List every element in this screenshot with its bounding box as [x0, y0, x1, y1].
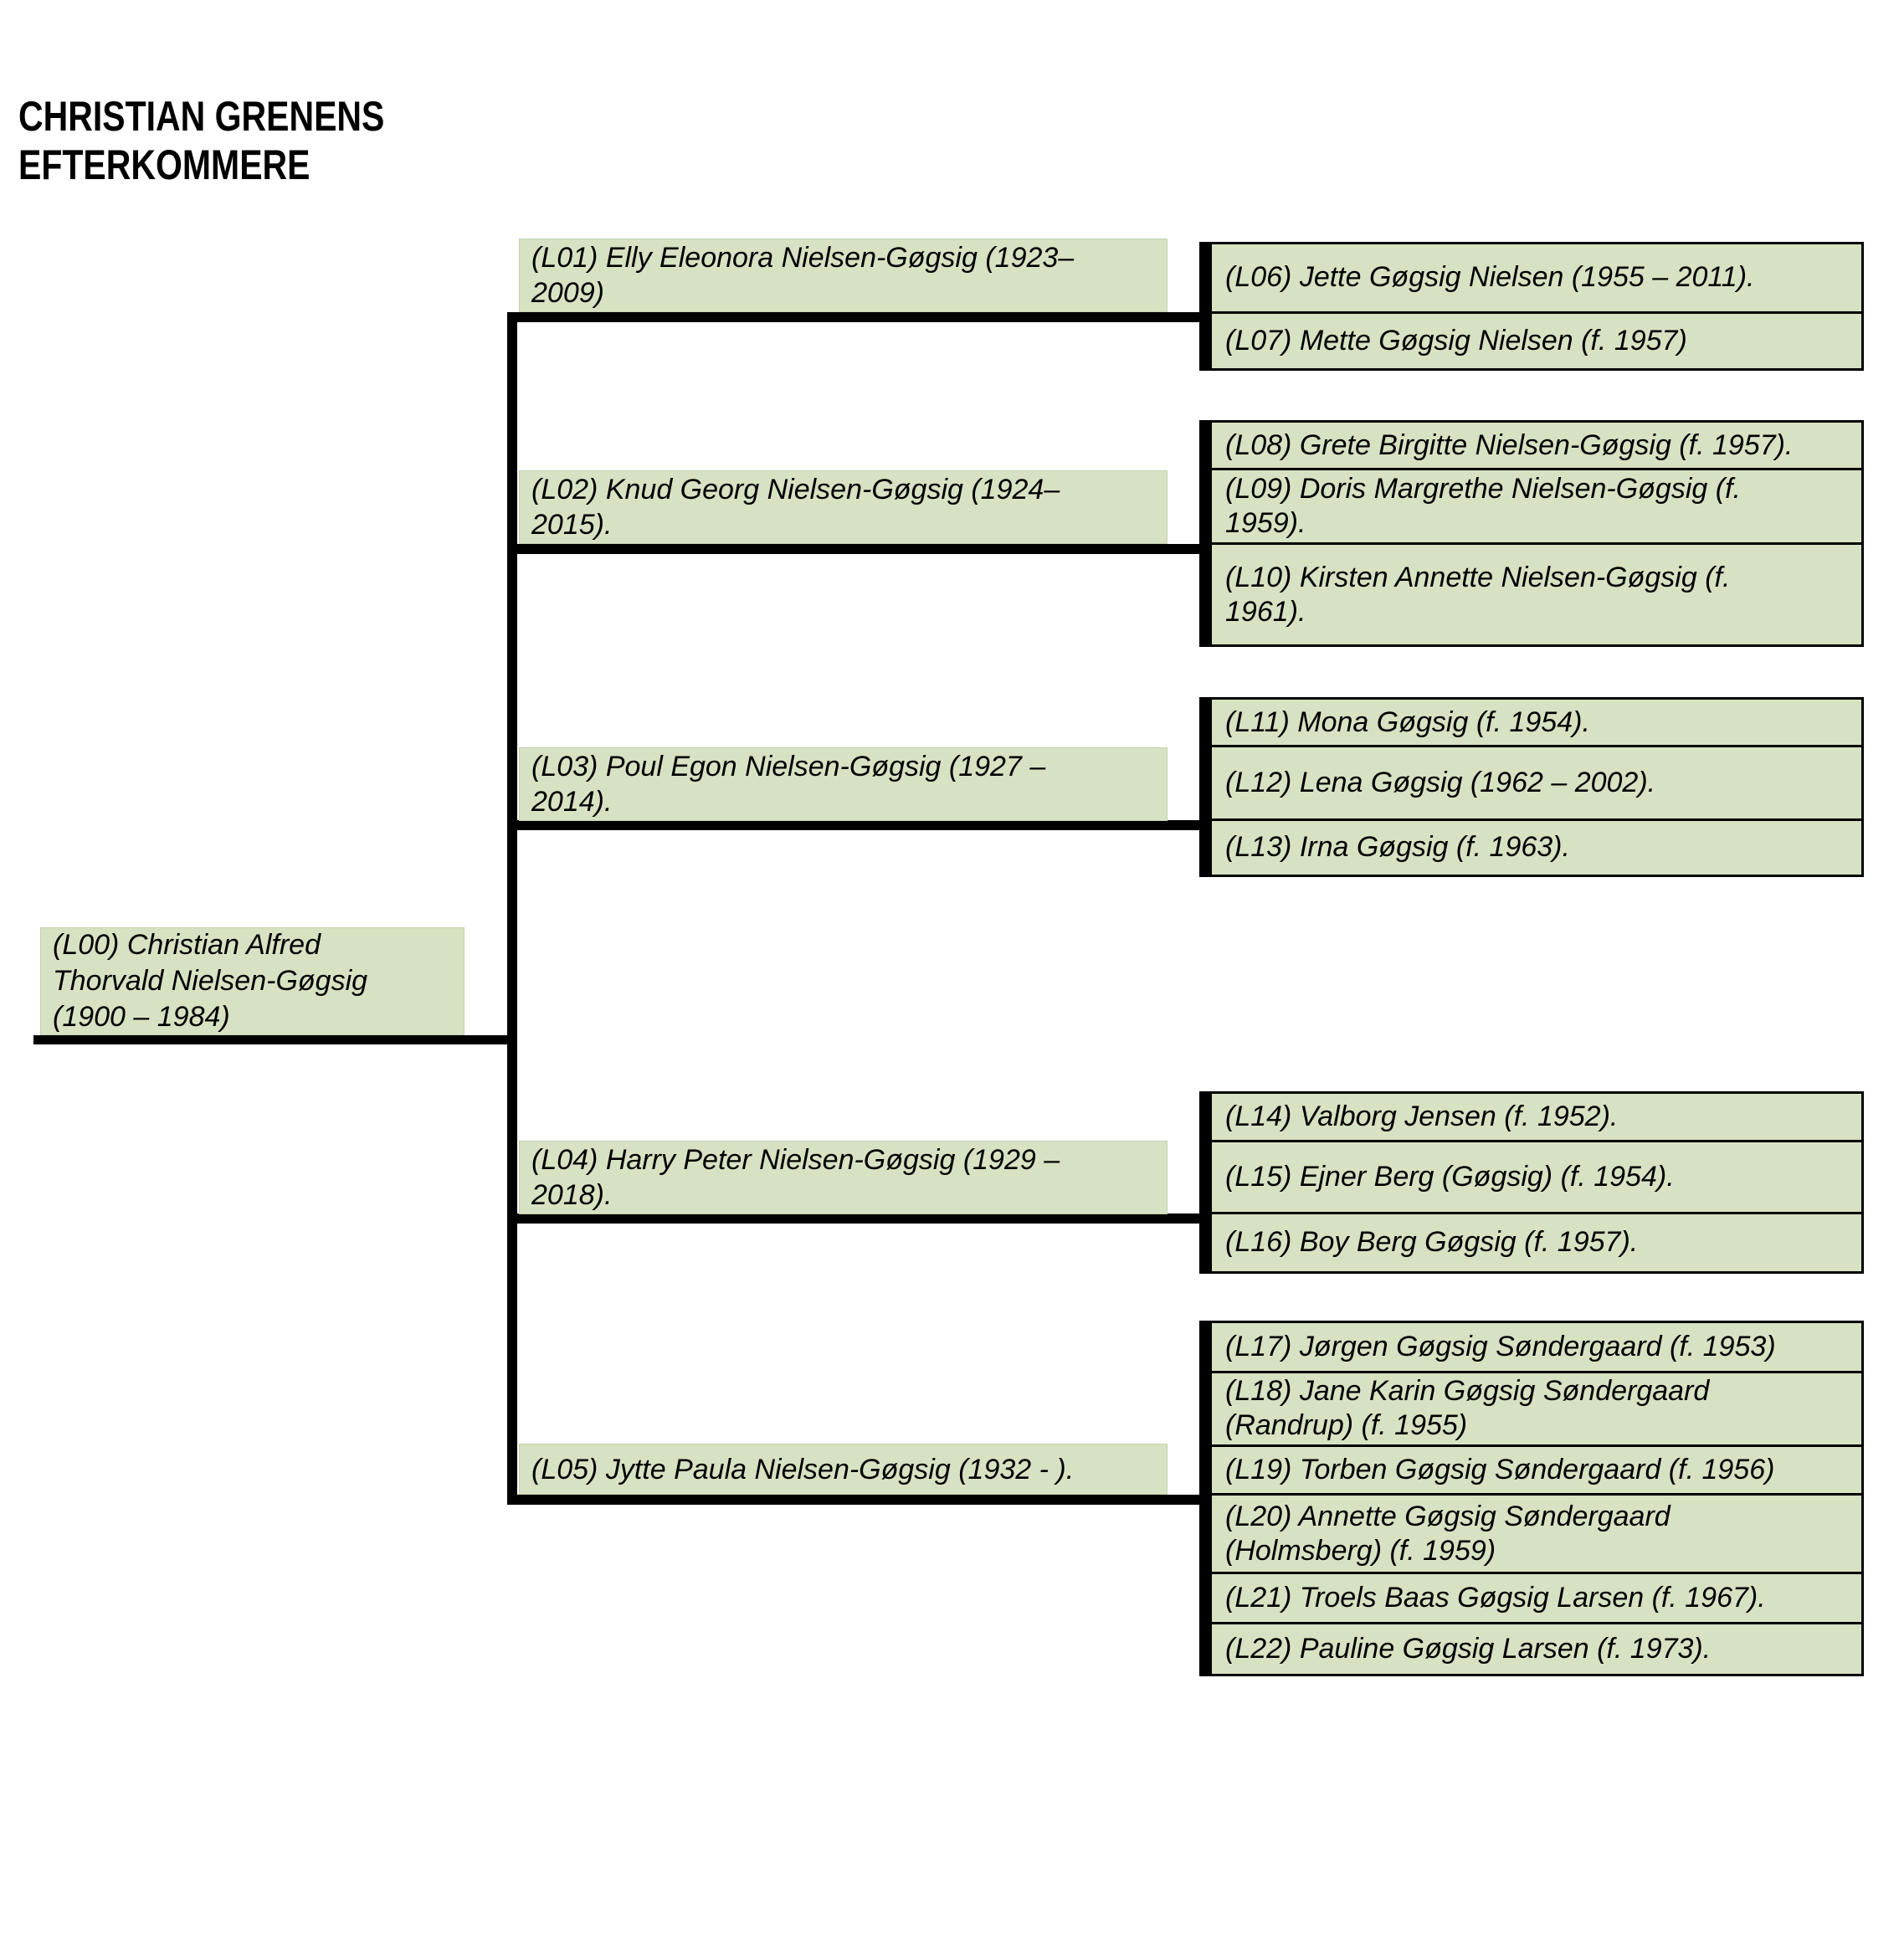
connector-group2-bar: [1199, 420, 1210, 647]
node-L04: (L04) Harry Peter Nielsen-Gøgsig (1929 –…: [519, 1141, 1168, 1214]
node-L06: (L06) Jette Gøgsig Nielsen (1955 – 2011)…: [1212, 244, 1861, 314]
group-children-of-L05: (L17) Jørgen Gøgsig Søndergaard (f. 1953…: [1209, 1321, 1864, 1676]
node-L02: (L02) Knud Georg Nielsen-Gøgsig (1924– 2…: [519, 470, 1168, 544]
connector-L03-line: [507, 820, 1209, 830]
node-L07: (L07) Mette Gøgsig Nielsen (f. 1957): [1212, 313, 1861, 368]
connector-group4-bar: [1199, 1091, 1210, 1274]
node-L18: (L18) Jane Karin Gøgsig Søndergaard (Ran…: [1212, 1373, 1861, 1447]
node-L11: (L11) Mona Gøgsig (f. 1954).: [1212, 700, 1861, 748]
connector-L01-line: [507, 312, 1209, 322]
page-title-line1: CHRISTIAN GRENENS: [18, 93, 385, 140]
group-children-of-L04: (L14) Valborg Jensen (f. 1952). (L15) Ej…: [1209, 1091, 1864, 1274]
node-L08: (L08) Grete Birgitte Nielsen-Gøgsig (f. …: [1212, 423, 1861, 471]
node-L15: (L15) Ejner Berg (Gøgsig) (f. 1954).: [1212, 1142, 1861, 1214]
node-L09: (L09) Doris Margrethe Nielsen-Gøgsig (f.…: [1212, 470, 1861, 546]
node-L16: (L16) Boy Berg Gøgsig (f. 1957).: [1212, 1213, 1861, 1271]
connector-L02-line: [507, 544, 1209, 554]
group-children-of-L01: (L06) Jette Gøgsig Nielsen (1955 – 2011)…: [1209, 242, 1864, 371]
node-L22: (L22) Pauline Gøgsig Larsen (f. 1973).: [1212, 1624, 1861, 1674]
node-L17: (L17) Jørgen Gøgsig Søndergaard (f. 1953…: [1212, 1323, 1861, 1373]
group-children-of-L03: (L11) Mona Gøgsig (f. 1954). (L12) Lena …: [1209, 697, 1864, 877]
node-L12: (L12) Lena Gøgsig (1962 – 2002).: [1212, 747, 1861, 821]
connector-group3-bar: [1199, 697, 1210, 877]
node-L20: (L20) Annette Gøgsig Søndergaard (Holmsb…: [1212, 1495, 1861, 1575]
node-L03: (L03) Poul Egon Nielsen-Gøgsig (1927 – 2…: [519, 747, 1168, 821]
connector-trunk: [507, 312, 517, 1505]
connector-root-line: [33, 1035, 517, 1044]
node-L01: (L01) Elly Eleonora Nielsen-Gøgsig (1923…: [519, 239, 1168, 312]
node-L19: (L19) Torben Gøgsig Søndergaard (f. 1956…: [1212, 1446, 1861, 1496]
node-L13: (L13) Irna Gøgsig (f. 1963).: [1212, 820, 1861, 875]
node-L21: (L21) Troels Baas Gøgsig Larsen (f. 1967…: [1212, 1574, 1861, 1625]
page-title-line2: EFTERKOMMERE: [18, 141, 310, 188]
connector-L04-line: [507, 1213, 1209, 1224]
page-title: CHRISTIAN GRENENS EFTERKOMMERE: [18, 92, 384, 189]
node-L14: (L14) Valborg Jensen (f. 1952).: [1212, 1094, 1861, 1143]
connector-L05-line: [507, 1495, 1209, 1505]
connector-group1-bar: [1199, 242, 1210, 371]
node-L00: (L00) Christian Alfred Thorvald Nielsen-…: [40, 927, 464, 1035]
node-L10: (L10) Kirsten Annette Nielsen-Gøgsig (f.…: [1212, 545, 1861, 644]
group-children-of-L02: (L08) Grete Birgitte Nielsen-Gøgsig (f. …: [1209, 420, 1864, 647]
connector-group5-bar: [1199, 1321, 1210, 1676]
node-L05: (L05) Jytte Paula Nielsen-Gøgsig (1932 -…: [519, 1444, 1168, 1495]
